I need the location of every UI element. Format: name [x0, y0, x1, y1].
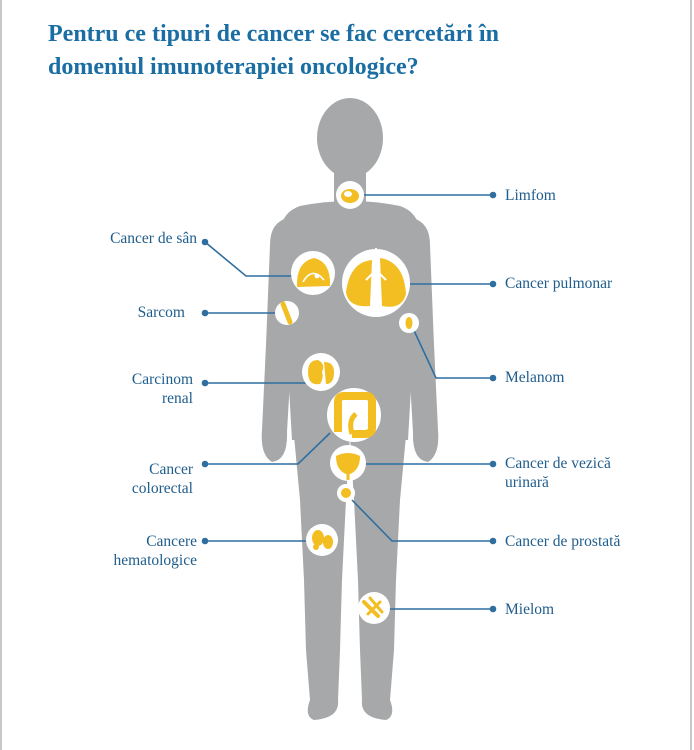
label-sarcom: Sarcom [137, 304, 185, 321]
label-mielom: Mielom [505, 601, 555, 618]
skin-lesion-icon [399, 313, 419, 333]
title-line-2: domeniul imunoterapiei oncologice? [48, 54, 419, 80]
lymph-node-icon [336, 181, 364, 209]
prostate-icon [337, 484, 355, 502]
label-cancer-de-san: Cancer de sân [110, 230, 197, 247]
dot-cancer-pulmonar [489, 280, 497, 288]
label-cancer-prostata: Cancer de prostată [505, 533, 621, 550]
kidney-icon [302, 353, 340, 391]
dot-cancere-hematologice [201, 537, 209, 545]
bone-arm-icon [275, 301, 299, 325]
connector-dots [201, 191, 497, 613]
connector-lines [204, 194, 493, 610]
label-limfom: Limfom [505, 187, 556, 204]
breast-icon [291, 251, 335, 295]
dot-melanom [489, 374, 497, 382]
connector-cancer-colorectal [205, 432, 331, 465]
label-melanom: Melanom [505, 369, 565, 386]
dot-carcinom-renal [201, 379, 209, 387]
dot-mielom [489, 605, 497, 613]
dot-cancer-de-san [201, 238, 209, 246]
label-cancere-hematologice: Cancere hematologice [113, 533, 198, 569]
page-title: Pentru ce tipuri de cancer se fac cercet… [48, 18, 648, 84]
label-cancer-vezica-urinara: Cancer de vezică urinară [505, 455, 611, 491]
bone-marrow-icon [358, 592, 390, 624]
colon-icon [327, 388, 381, 442]
bladder-icon [330, 445, 366, 481]
label-cancer-pulmonar: Cancer pulmonar [505, 275, 613, 292]
dot-cancer-colorectal [201, 460, 209, 468]
dot-cancer-vezica-urinara [489, 460, 497, 468]
lungs-icon [342, 248, 410, 317]
dot-sarcom [201, 309, 209, 317]
title-line-1: Pentru ce tipuri de cancer se fac cercet… [48, 21, 499, 47]
connector-melanom [410, 323, 493, 379]
label-carcinom-renal: Carcinom renal [131, 371, 193, 407]
connector-cancer-prostata [351, 499, 493, 542]
dot-limfom [489, 191, 497, 199]
connector-cancer-de-san [204, 241, 292, 277]
label-cancer-colorectal: Cancer colorectal [131, 461, 193, 497]
dot-cancer-prostata [489, 537, 497, 545]
blood-cells-icon [306, 524, 338, 556]
